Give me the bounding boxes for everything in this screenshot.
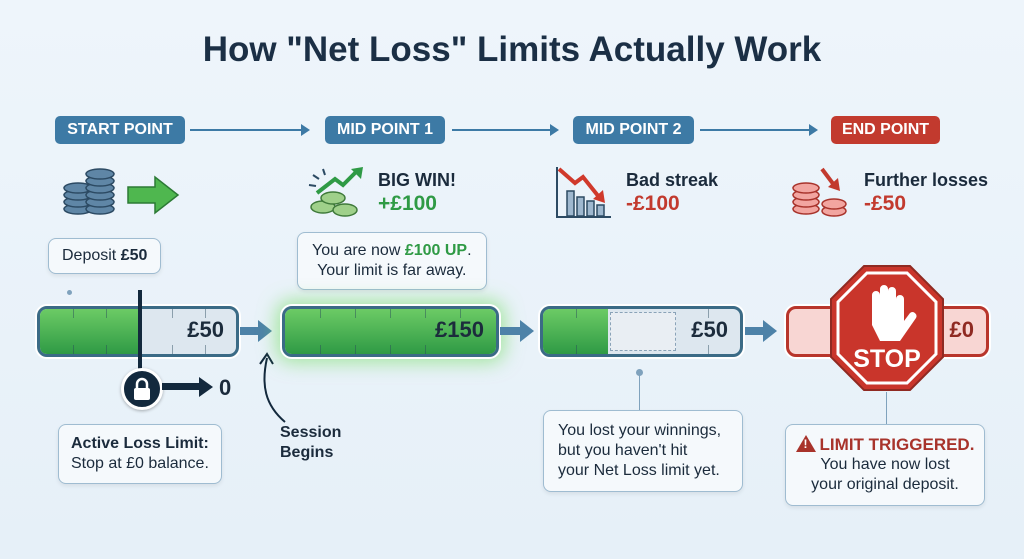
curved-arrow-icon xyxy=(259,352,286,423)
end-text: your original deposit. xyxy=(811,476,959,493)
end-event: Further losses xyxy=(864,170,989,190)
mid2-text: but you haven't hit xyxy=(558,442,688,459)
limit-text: Stop at £0 balance. xyxy=(71,455,209,472)
active-loss-limit-callout: Active Loss Limit: Stop at £0 balance. xyxy=(58,424,222,484)
end-text: You have now lost xyxy=(820,456,950,473)
limit-triggered-callout: !LIMIT TRIGGERED. You have now lost your… xyxy=(785,424,985,506)
money-up-icon xyxy=(308,167,363,217)
balance-bar-mid1: £150 xyxy=(282,306,499,357)
mid2-callout: You lost your winnings, but you haven't … xyxy=(543,410,743,492)
deposit-callout: Deposit £50 xyxy=(48,238,162,274)
deposit-amount: £50 xyxy=(120,247,148,264)
session-line: Begins xyxy=(280,444,334,461)
mid1-callout: You are now £100 UP. Your limit is far a… xyxy=(297,232,487,290)
balance-value: £50 xyxy=(187,317,224,342)
limit-triggered-title: LIMIT TRIGGERED. xyxy=(819,435,975,454)
warning-icon: ! xyxy=(795,435,816,452)
balance-fill xyxy=(40,309,138,354)
mid1-amount: +£100 xyxy=(378,192,437,215)
arrow-to-zero xyxy=(162,383,200,390)
deposit-label: Deposit xyxy=(62,247,121,264)
mid2-event: Bad streak xyxy=(626,170,719,190)
pointer-dot xyxy=(67,290,72,295)
arrow-head xyxy=(199,377,213,397)
mid1-text-line2: Your limit is far away. xyxy=(317,262,467,279)
timeline-arrow xyxy=(700,124,818,136)
limit-marker-line xyxy=(138,290,142,378)
mid1-text: . xyxy=(467,242,472,259)
chart-down-icon xyxy=(556,167,611,218)
mid2-text: your Net Loss limit yet. xyxy=(558,462,720,479)
timeline-arrow xyxy=(452,124,559,136)
pointer-line xyxy=(886,392,887,424)
limit-title: Active Loss Limit: xyxy=(71,435,209,452)
pointer-line xyxy=(639,372,640,410)
step-start-point: START POINT xyxy=(55,116,185,144)
step-mid-point-1: MID POINT 1 xyxy=(325,116,445,144)
balance-value: £150 xyxy=(435,317,484,342)
balance-bar-mid2: £50 xyxy=(540,306,743,357)
stop-label: STOP xyxy=(853,345,921,373)
balance-fill xyxy=(543,309,608,354)
lost-winnings-area xyxy=(610,312,676,351)
pointer-dot xyxy=(636,369,643,376)
mid1-highlight: £100 UP xyxy=(404,242,468,259)
session-line: Session xyxy=(280,424,342,441)
step-mid-point-2: MID POINT 2 xyxy=(573,116,694,144)
balance-value: £0 xyxy=(949,317,974,342)
flow-arrow xyxy=(745,320,777,342)
lock-icon xyxy=(121,368,163,410)
mid2-amount: -£100 xyxy=(626,192,680,215)
mid1-text: You are now xyxy=(312,242,405,259)
stop-sign-icon: STOP xyxy=(830,265,944,391)
end-callout-title: !LIMIT TRIGGERED. xyxy=(786,435,984,455)
coins-down-icon xyxy=(792,167,847,217)
flow-arrow xyxy=(500,320,534,342)
timeline-arrow xyxy=(190,124,310,136)
balance-fill xyxy=(285,309,496,354)
page-title: How "Net Loss" Limits Actually Work xyxy=(202,30,822,69)
balance-value: £50 xyxy=(691,317,728,342)
flow-arrow xyxy=(240,320,272,342)
mid1-event: BIG WIN! xyxy=(378,170,456,190)
end-amount: -£50 xyxy=(864,192,907,215)
lock-target-value: 0 xyxy=(219,375,232,400)
step-end-point: END POINT xyxy=(831,116,940,144)
session-begins-label: Session Begins xyxy=(280,423,341,463)
mid2-text: You lost your winnings, xyxy=(558,422,722,439)
coins-arrow-icon xyxy=(63,168,180,215)
